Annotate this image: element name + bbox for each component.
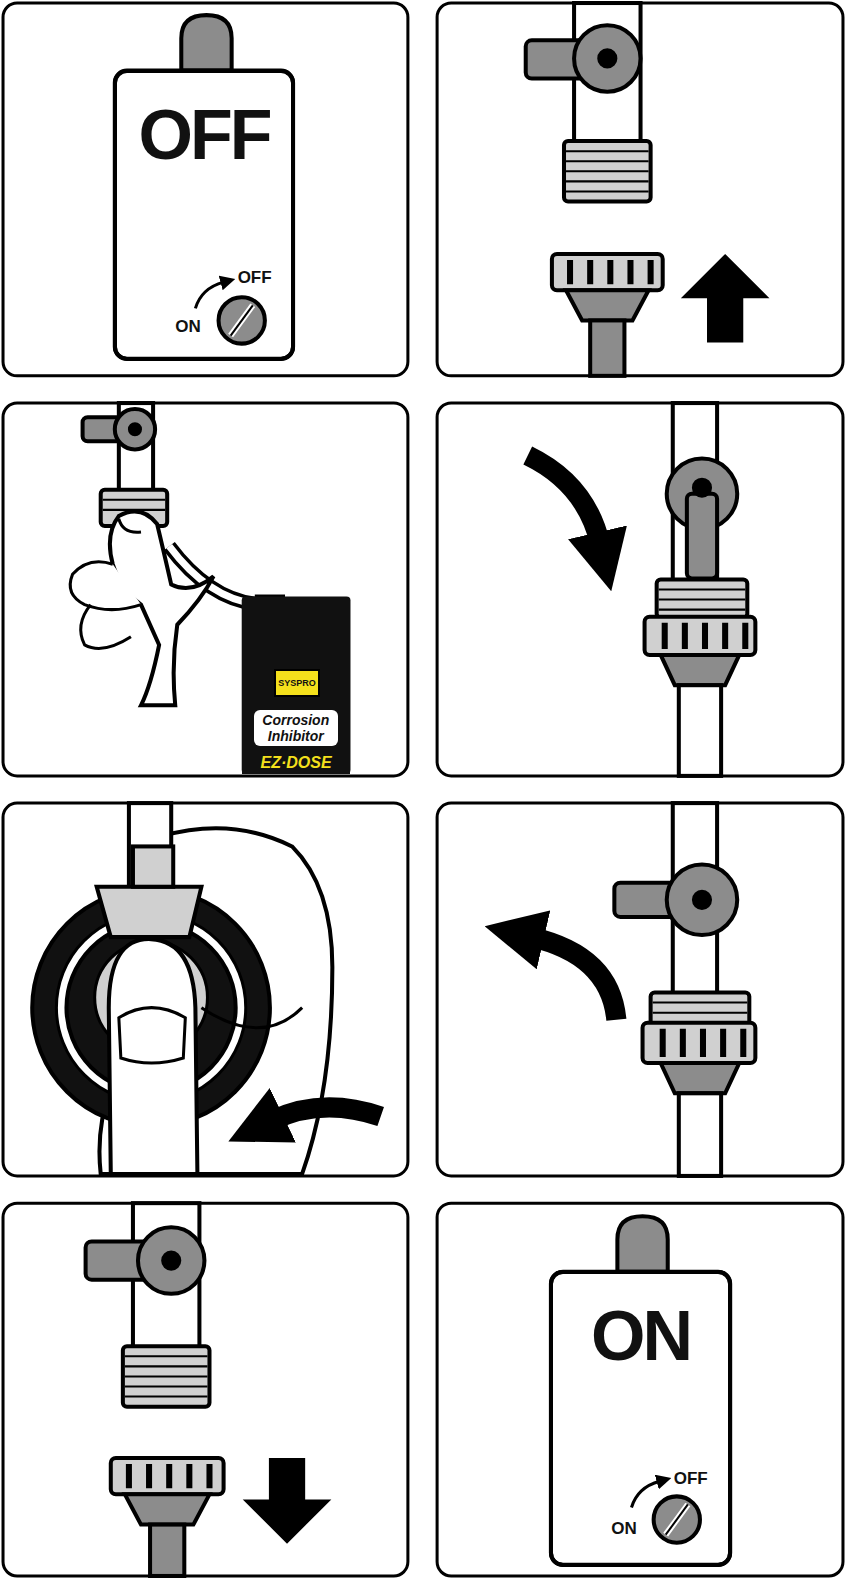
brand-box: SYSPRO bbox=[274, 669, 320, 697]
off-tag: OFF OFF ON bbox=[113, 69, 295, 361]
on-tag: ON OFF ON bbox=[549, 1270, 732, 1567]
brand-name: SYSPRO bbox=[276, 677, 318, 689]
dial-label: OFF bbox=[674, 1470, 708, 1488]
dial-label: ON bbox=[611, 1520, 637, 1538]
state-label: ON bbox=[553, 1300, 728, 1372]
inhibitor-can: Corrosion InhibitorEZ·DOSE SYSPRO bbox=[242, 597, 351, 774]
state-label: OFF bbox=[117, 99, 291, 171]
can-body bbox=[242, 597, 351, 774]
dial-label: OFF bbox=[238, 269, 272, 287]
product-line: EZ·DOSE bbox=[242, 754, 351, 772]
product-name: Corrosion Inhibitor bbox=[254, 710, 338, 746]
dial-label: ON bbox=[175, 318, 201, 336]
